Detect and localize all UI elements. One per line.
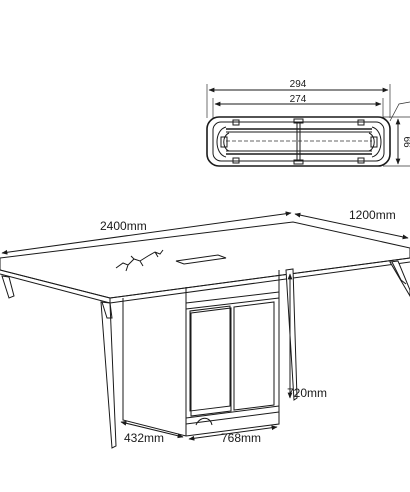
outer-width-label: 294 bbox=[290, 79, 307, 90]
right-end-clip bbox=[371, 126, 382, 158]
tabletop-front-edge bbox=[0, 273, 111, 304]
front-left-leg bbox=[100, 301, 117, 449]
table-height-label: 720mm bbox=[287, 386, 327, 400]
cabinet-width-dimension-line bbox=[188, 425, 278, 441]
profile-outer-outline bbox=[206, 116, 391, 167]
left-back-leg bbox=[1, 275, 15, 299]
table-length-label: 2400mm bbox=[100, 219, 147, 233]
tabletop-surface bbox=[0, 221, 410, 299]
table-depth-label: 1200mm bbox=[349, 208, 396, 222]
section-height-label: 66 bbox=[401, 136, 410, 148]
inner-width-label: 274 bbox=[290, 94, 307, 105]
cabinet-width-label: 768mm bbox=[221, 431, 261, 445]
cross-section-detail: 294 274 66 bbox=[206, 79, 410, 167]
right-inner-leg bbox=[285, 268, 298, 401]
wood-grain-mark bbox=[115, 249, 164, 272]
depth-dimension-line bbox=[294, 212, 409, 240]
storage-cabinet bbox=[122, 270, 280, 437]
cable-cutout bbox=[195, 417, 213, 426]
cabinet-door-left bbox=[189, 305, 231, 412]
cabinet-depth-dimension-line bbox=[120, 420, 184, 439]
cable-slot bbox=[175, 254, 227, 265]
length-dimension-line bbox=[1, 211, 292, 255]
cabinet-depth-label: 432mm bbox=[124, 431, 164, 445]
left-end-clip bbox=[216, 126, 227, 158]
tabletop-right-edge bbox=[109, 261, 410, 304]
cabinet-door-left-panel bbox=[190, 307, 232, 417]
cabinet-door-right-panel bbox=[233, 301, 275, 411]
profile-inner-outline bbox=[212, 121, 385, 162]
table-isometric: 2400mm 1200mm bbox=[0, 208, 410, 449]
